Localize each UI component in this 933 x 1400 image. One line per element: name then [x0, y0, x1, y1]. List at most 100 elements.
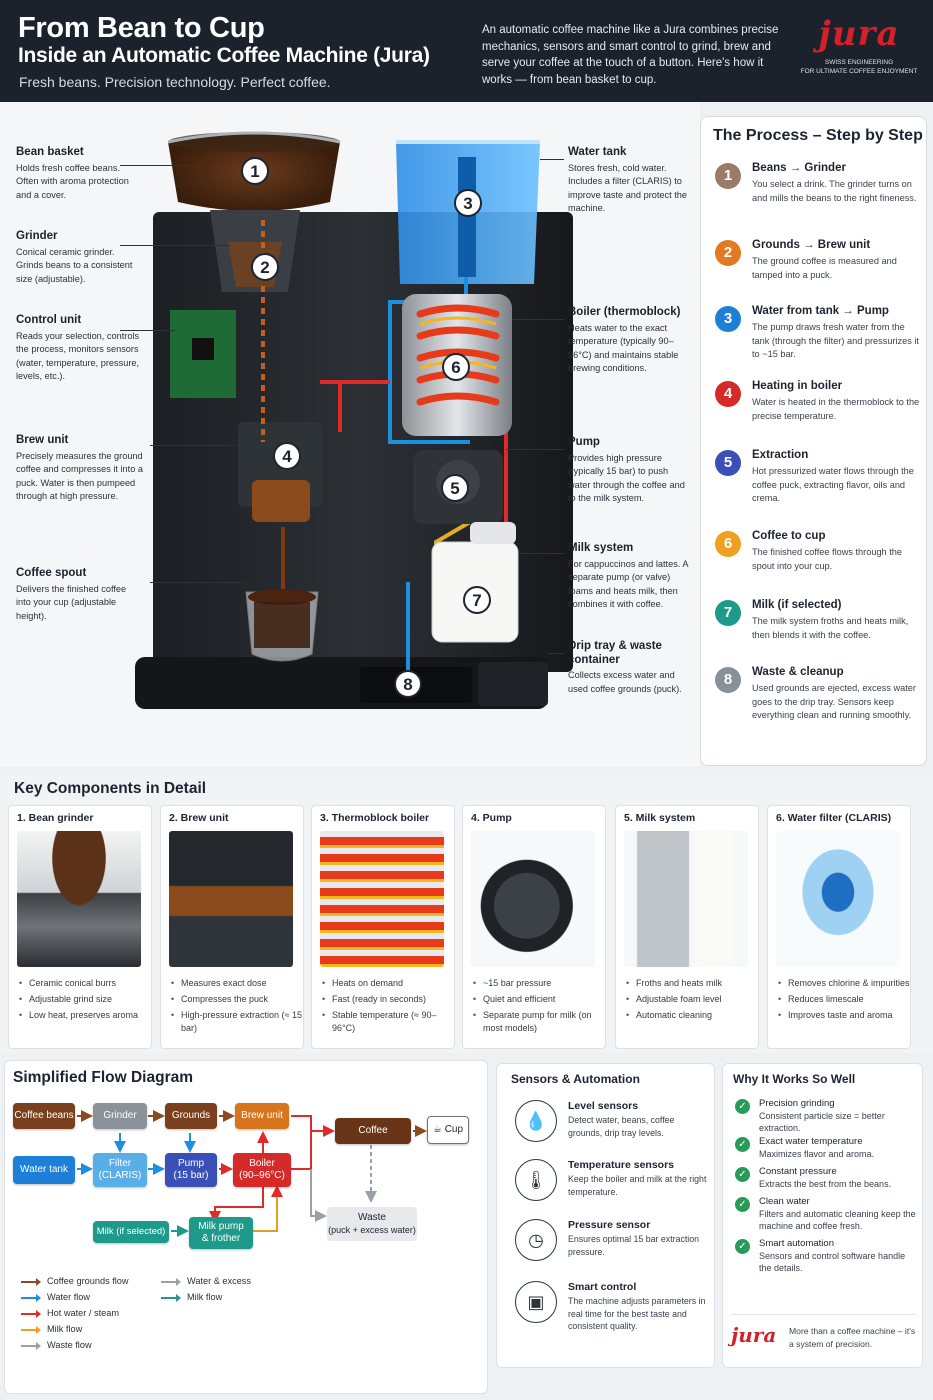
- callout-brew-unit: Brew unit Precisely measures the ground …: [16, 434, 146, 504]
- step-number-badge: 3: [715, 306, 741, 332]
- why-item-title: Smart automation: [759, 1238, 834, 1249]
- callout-title: Control unit: [16, 314, 82, 326]
- component-card-title: 3. Thermoblock boiler: [320, 812, 430, 824]
- callout-boiler: Boiler (thermoblock) Heats water to the …: [568, 306, 693, 376]
- thermometer-icon: 🌡: [515, 1159, 557, 1201]
- legend-item: Waste flow: [21, 1340, 92, 1350]
- component-bullet: Fast (ready in seconds): [322, 993, 457, 1006]
- flow-box-boiler-line1: Boiler: [249, 1158, 275, 1169]
- step-marker-3: 3: [454, 189, 482, 217]
- component-bullet: Removes chlorine & impurities: [778, 977, 913, 990]
- legend-item: Coffee grounds flow: [21, 1276, 129, 1286]
- flow-diagram: Simplified Flow Diagram: [4, 1060, 488, 1394]
- sensor-title: Pressure sensor: [568, 1219, 651, 1231]
- step-number-badge: 7: [715, 600, 741, 626]
- step-number-badge: 5: [715, 450, 741, 476]
- callout-title: Bean basket: [16, 146, 84, 158]
- logo-word: jura: [818, 14, 900, 54]
- flow-box-grinder: Grinder: [93, 1103, 147, 1129]
- callout-drip-tray: Drip tray & waste container Collects exc…: [568, 640, 696, 696]
- component-bullet: Froths and heats milk: [626, 977, 761, 990]
- jura-logo: jura SWISS ENGINEERING FOR ULTIMATE COFF…: [800, 14, 918, 76]
- header: From Bean to Cup Inside an Automatic Cof…: [0, 0, 933, 102]
- svg-text:8: 8: [403, 675, 412, 694]
- step-number-badge: 2: [715, 240, 741, 266]
- component-bullet: Improves taste and aroma: [778, 1009, 913, 1022]
- callout-milk-system: Milk system For cappuccinos and lattes. …: [568, 542, 693, 612]
- component-bullets: Measures exact doseCompresses the puckHi…: [171, 977, 306, 1038]
- why-item-title: Constant pressure: [759, 1166, 837, 1177]
- why-item-title: Clean water: [759, 1196, 810, 1207]
- legend-arrow-icon: [21, 1309, 41, 1318]
- callout-title: Water tank: [568, 146, 627, 158]
- component-bullet: High-pressure extraction (≈ 15 bar): [171, 1009, 306, 1035]
- step-description: The milk system froths and heats milk, t…: [752, 616, 909, 640]
- step-number-badge: 1: [715, 163, 741, 189]
- step-marker-7: 7: [463, 586, 491, 614]
- callout-text: Provides high pressure (typically 15 bar…: [568, 452, 685, 504]
- component-bullet: Adjustable foam level: [626, 993, 761, 1006]
- component-card-6: 6. Water filter (CLARIS) Removes chlorine…: [767, 805, 911, 1049]
- flow-box-coffee-beans: Coffee beans: [13, 1103, 75, 1129]
- component-card-title: 6. Water filter (CLARIS): [776, 812, 892, 824]
- check-icon: ✓: [735, 1239, 750, 1254]
- flow-box-milk-pump: Milk pump& frother: [189, 1217, 253, 1249]
- why-title: Why It Works So Well: [733, 1072, 856, 1086]
- leader-line: [540, 159, 564, 160]
- step-number-badge: 6: [715, 531, 741, 557]
- component-bullets: Heats on demandFast (ready in seconds)St…: [322, 977, 457, 1038]
- component-bullet: Adjustable grind size: [19, 993, 154, 1006]
- why-item-title: Precision grinding: [759, 1098, 835, 1109]
- leader-line: [120, 165, 202, 166]
- component-bullets: Removes chlorine & impuritiesReduces lim…: [778, 977, 913, 1025]
- logo-tagline-1: SWISS ENGINEERING: [824, 59, 894, 66]
- legend-label: Water flow: [47, 1292, 91, 1302]
- sensors-title: Sensors & Automation: [511, 1072, 640, 1086]
- legend-label: Waste flow: [47, 1340, 92, 1350]
- leader-line: [150, 582, 245, 583]
- step-title: Extraction: [752, 449, 809, 461]
- step-title: Waste & cleanup: [752, 666, 844, 678]
- callout-text: Heats water to the exact temperature (ty…: [568, 322, 679, 374]
- legend-arrow-icon: [21, 1341, 41, 1350]
- callout-title: Boiler (thermoblock): [568, 306, 681, 318]
- component-bullets: ~15 bar pressureQuiet and efficientSepar…: [473, 977, 608, 1038]
- legend-item: Hot water / steam: [21, 1308, 119, 1318]
- flow-box-waste-line1: Waste: [358, 1212, 386, 1223]
- step-description: The ground coffee is measured and tamped…: [752, 256, 897, 280]
- callout-title: Milk system: [568, 542, 634, 554]
- key-components-title: Key Components in Detail: [14, 780, 207, 797]
- flow-box-grounds: Grounds: [165, 1103, 217, 1129]
- svg-text:6: 6: [451, 358, 460, 377]
- legend-item: Milk flow: [21, 1324, 82, 1334]
- callout-title: Grinder: [16, 230, 58, 242]
- callout-text: Holds fresh coffee beans. Often with aro…: [16, 162, 129, 200]
- sensor-description: Ensures optimal 15 bar extraction pressu…: [568, 1234, 700, 1257]
- flow-box-boiler: Boiler(90–96°C): [233, 1153, 291, 1187]
- leader-line: [520, 553, 564, 554]
- check-icon: ✓: [735, 1137, 750, 1152]
- why-item-text: Extracts the best from the beans.: [759, 1179, 892, 1189]
- flow-box-cup: ☕ Cup: [427, 1116, 469, 1144]
- flow-box-waste: Waste(puck + excess water): [327, 1207, 417, 1241]
- pump-photo: [471, 831, 595, 967]
- leader-line: [548, 653, 564, 654]
- component-bullet: ~15 bar pressure: [473, 977, 608, 990]
- step-title: Water from tank → Pump: [752, 305, 889, 317]
- flow-box-boiler-line2: (90–96°C): [239, 1170, 285, 1181]
- flow-box-water-tank: Water tank: [13, 1156, 75, 1184]
- check-icon: ✓: [735, 1167, 750, 1182]
- svg-text:3: 3: [463, 194, 472, 213]
- callout-title: Coffee spout: [16, 567, 87, 579]
- thermoblock-photo: [320, 831, 444, 967]
- flow-box-filter: Filter(CLARIS): [93, 1153, 147, 1187]
- flow-title: Simplified Flow Diagram: [13, 1069, 193, 1086]
- legend-label: Milk flow: [47, 1324, 83, 1334]
- callout-text: Stores fresh, cold water. Includes a fil…: [568, 162, 687, 214]
- legend-label: Water & excess: [187, 1276, 251, 1286]
- step-title: Milk (if selected): [752, 599, 842, 611]
- flow-box-pump: Pump(15 bar): [165, 1153, 217, 1187]
